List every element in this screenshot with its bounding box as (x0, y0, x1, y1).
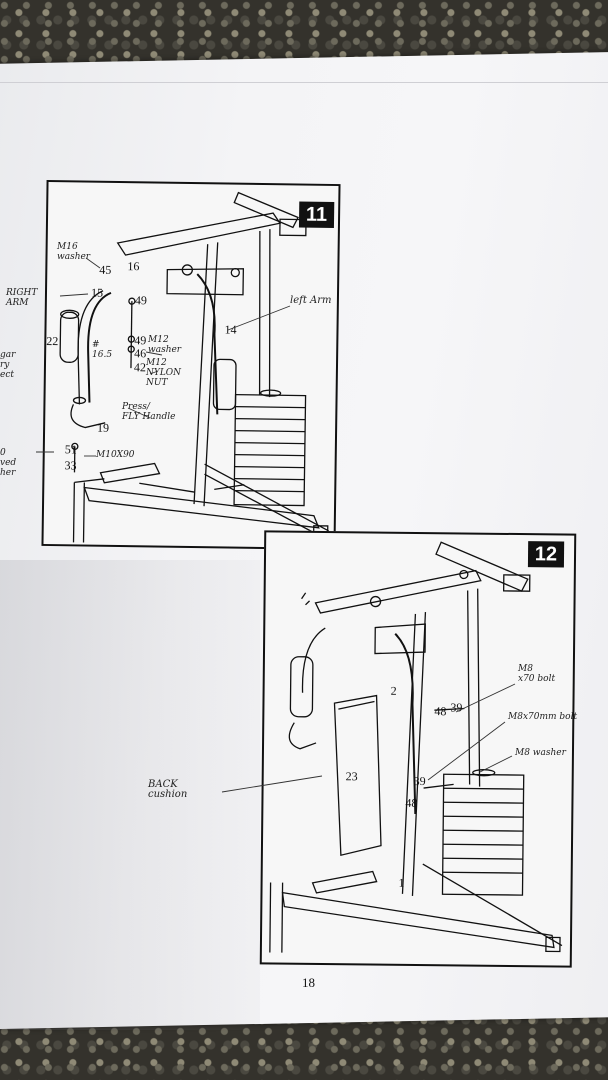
note-m8x70-bolt: M8 x70 bolt (518, 664, 556, 684)
note-m12-washer: M12 washer (148, 335, 182, 355)
part-label-48-top: 48 (434, 704, 447, 719)
part-label-16: 16 (127, 259, 140, 274)
note-m12-nylon-nut: M12 NYLON NUT (146, 358, 182, 388)
part-label-1: 1 (398, 875, 405, 890)
page-shadow (0, 560, 260, 1030)
note-press-fly-handle: Press/ FLY Handle (122, 402, 176, 422)
note-back-cushion: BACK cushion (148, 779, 188, 800)
note-m16-washer: M16 washer (57, 242, 91, 262)
part-label-22: 22 (46, 333, 59, 349)
step-11-drawing (59, 191, 330, 543)
note-m10x90: M10X90 (96, 450, 135, 460)
part-label-33: 33 (64, 458, 77, 473)
part-label-48-bottom: 48 (405, 795, 418, 810)
step-11-panel: 11 45 16 15 49 14 22 49 46 42 19 51 33 (41, 179, 341, 551)
part-label-46: 46 (134, 346, 147, 361)
part-label-14: 14 (224, 322, 237, 337)
note-left-arm: left Arm (290, 295, 332, 306)
part-label-23: 23 (345, 769, 358, 784)
part-label-45: 45 (99, 262, 112, 277)
part-label-15: 15 (90, 285, 104, 300)
note-right-arm: RIGHT ARM (6, 288, 38, 308)
part-label-51: 51 (64, 442, 77, 457)
note-margin-a: gar ry ect (0, 350, 16, 380)
part-label-2: 2 (390, 683, 397, 698)
step-12-number: 12 (527, 541, 565, 568)
step-11-number: 11 (298, 201, 335, 228)
page-number: 18 (302, 975, 315, 990)
part-label-49-top: 49 (134, 293, 147, 308)
note-margin-b: 0 ved her (0, 448, 17, 478)
note-m8-washer: M8 washer (515, 748, 566, 758)
part-label-19: 19 (97, 420, 110, 435)
part-label-39-top: 39 (450, 700, 463, 715)
paper-fold-line (0, 82, 608, 83)
part-label-39-bottom: 39 (413, 773, 426, 789)
part-label-42: 42 (133, 360, 147, 375)
note-hash-16-5: # 16.5 (92, 340, 113, 360)
note-m8x70mm-bolt: M8x70mm bolt (508, 712, 578, 722)
